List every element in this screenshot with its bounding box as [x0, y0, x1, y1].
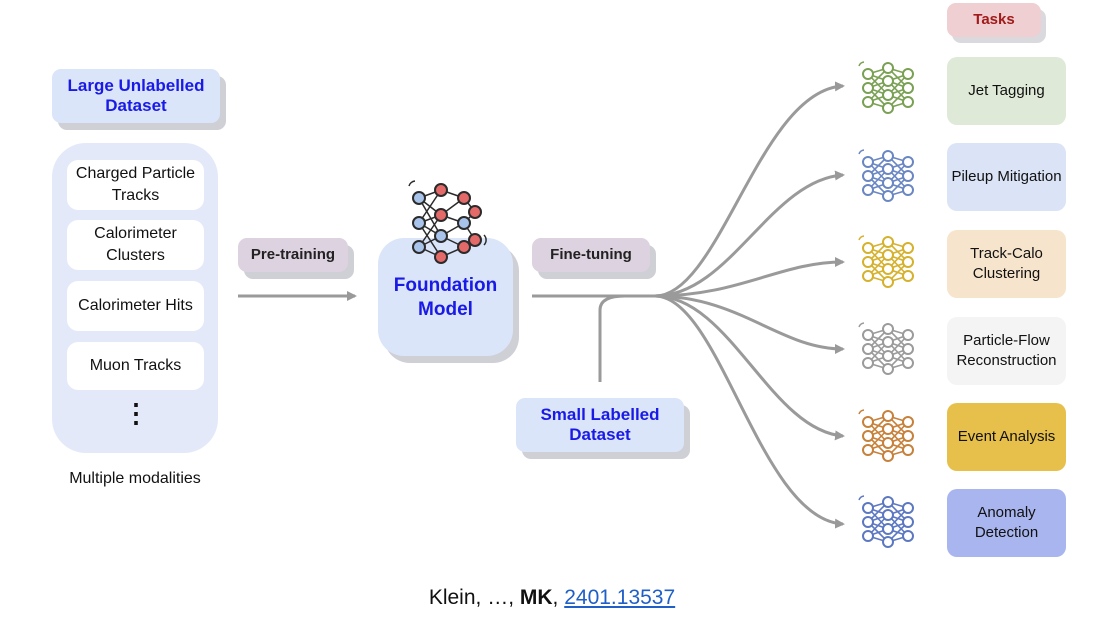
citation-bold-author: MK — [519, 586, 553, 609]
task-particle-flow-reconstruction: Particle-Flow Reconstruction — [947, 317, 1066, 385]
branch-arrow-3 — [654, 257, 845, 298]
task-anomaly-detection: Anomaly Detection — [947, 489, 1066, 557]
modality-box-tracks: Charged Particle Tracks — [67, 160, 204, 210]
modality-box-clusters: Calorimeter Clusters — [67, 220, 204, 270]
modalities-caption: Multiple modalities — [69, 470, 201, 487]
task-icon-6 — [858, 495, 914, 548]
task-pileup-mitigation: Pileup Mitigation — [947, 143, 1066, 211]
branch-arrow-1 — [654, 81, 845, 298]
branch-arrow-4 — [654, 294, 845, 354]
task-icon-2 — [858, 149, 914, 202]
task-jet-tagging: Jet Tagging — [947, 57, 1066, 125]
citation-separator: , — [552, 586, 565, 609]
modality-box-hits: Calorimeter Hits — [67, 281, 204, 331]
task-icon-1 — [858, 61, 914, 114]
more-modalities-ellipsis: ⋮ — [123, 398, 149, 428]
finetuning-tag: Fine-tuning — [532, 238, 650, 272]
citation-authors: Klein, …, — [428, 586, 520, 609]
branch-arrow-6 — [654, 294, 845, 529]
pretraining-tag: Pre-training — [238, 238, 348, 272]
large-unlabelled-dataset-tag: Large Unlabelled Dataset — [52, 69, 220, 123]
branch-arrow-2 — [654, 170, 845, 298]
citation: Klein, …, MK, 2401.13537 — [0, 586, 1104, 610]
modality-box-muon: Muon Tracks — [67, 342, 204, 390]
task-event-analysis: Event Analysis — [947, 403, 1066, 471]
foundation-model-label: Foundation Model — [393, 275, 498, 320]
small-dataset-connector — [598, 294, 626, 382]
citation-link[interactable]: 2401.13537 — [564, 586, 676, 609]
task-icon-3 — [858, 235, 914, 288]
small-labelled-dataset-tag: Small Labelled Dataset — [516, 398, 684, 452]
task-icon-5 — [858, 409, 914, 462]
task-icon-4 — [858, 322, 914, 375]
task-track-calo-clustering: Track-Calo Clustering — [947, 230, 1066, 298]
tasks-header: Tasks — [947, 3, 1041, 37]
branch-arrow-5 — [654, 294, 845, 441]
